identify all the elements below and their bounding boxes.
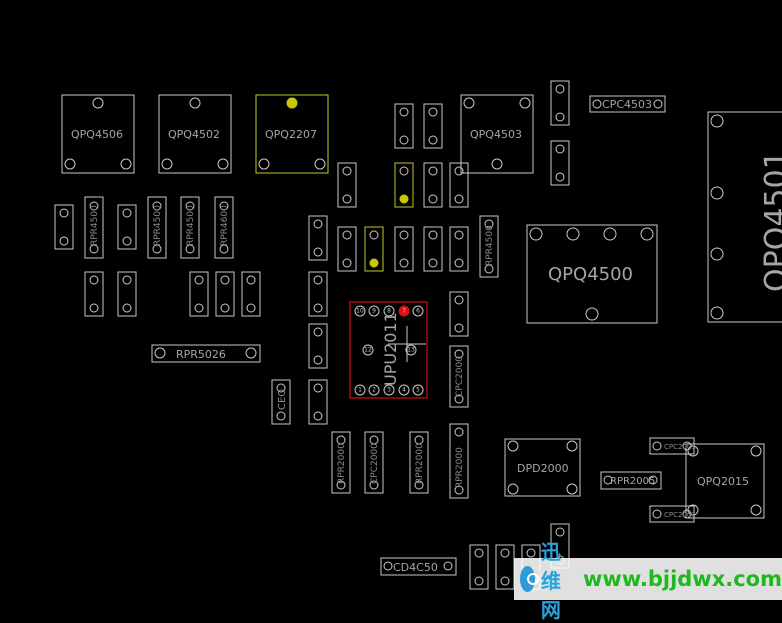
component-qpq2207[interactable]: QPQ2207 bbox=[255, 94, 329, 174]
pin-number: 13 bbox=[407, 347, 415, 354]
component-small-r13[interactable] bbox=[449, 291, 469, 337]
pin-number: 8 bbox=[387, 308, 391, 315]
component-small-b1[interactable] bbox=[469, 544, 489, 590]
component-small-r9[interactable] bbox=[337, 226, 357, 272]
component-small-r4[interactable] bbox=[215, 271, 235, 317]
component-label: CPC4503 bbox=[602, 98, 652, 111]
brand-logo-icon bbox=[520, 566, 539, 592]
pin-number: 10 bbox=[356, 308, 364, 315]
component-cpc2001-bottom[interactable]: CPC2001 bbox=[649, 505, 696, 523]
component-rpr4500-a[interactable]: RPR4500 bbox=[84, 196, 104, 259]
component-label: RPR2000 bbox=[415, 443, 425, 484]
component-rpr2000-c[interactable]: RPR2000 bbox=[449, 423, 469, 499]
component-small-r7[interactable] bbox=[423, 162, 443, 208]
component-cd4c50[interactable]: CD4C50 bbox=[380, 557, 457, 576]
component-label: QPQ2207 bbox=[265, 128, 317, 141]
component-small-b2[interactable] bbox=[495, 544, 515, 590]
pin-number: 5 bbox=[416, 387, 420, 394]
component-label: RPR2000 bbox=[337, 443, 347, 484]
component-label: CPC2001 bbox=[664, 511, 696, 519]
component-label: UPU2011 bbox=[381, 312, 400, 386]
component-qpq4500[interactable]: QPQ4500 bbox=[526, 224, 658, 324]
pin-number: 2 bbox=[372, 387, 376, 394]
component-rpr2005[interactable]: RPR2005 bbox=[600, 471, 662, 490]
component-label: QPQ2015 bbox=[697, 475, 749, 488]
component-cpc2001-top[interactable]: CPC2001 bbox=[649, 437, 696, 455]
component-qpq4503[interactable]: QPQ4503 bbox=[460, 94, 534, 174]
component-upu2011-selected[interactable]: 10 9 8 7 6 1 2 3 4 5 12 13 UPU2011 bbox=[349, 301, 428, 399]
component-small-hl1[interactable] bbox=[394, 162, 414, 208]
component-cpc2000-a[interactable]: CPC2000 bbox=[449, 345, 469, 408]
component-small-r3[interactable] bbox=[189, 271, 209, 317]
component-small-c9[interactable] bbox=[550, 80, 570, 126]
component-label: RPR5026 bbox=[176, 348, 226, 361]
watermark-banner: 迅维网 www.bjjdwx.com bbox=[514, 540, 782, 622]
component-small-c6[interactable] bbox=[337, 162, 357, 208]
component-label: RPR4500 bbox=[186, 205, 196, 246]
component-qpq4501[interactable]: QPQ4501 bbox=[707, 111, 782, 323]
component-small-c2[interactable] bbox=[117, 204, 137, 250]
component-small-c7[interactable] bbox=[394, 103, 414, 149]
component-small-c3[interactable] bbox=[308, 215, 328, 261]
pin-number: 6 bbox=[416, 308, 420, 315]
pin-number: 9 bbox=[372, 308, 376, 315]
component-qpq4506[interactable]: QPQ4506 bbox=[61, 94, 135, 174]
component-small-hl2[interactable] bbox=[364, 226, 384, 272]
component-rpr4500-d[interactable]: RPR4500 bbox=[479, 215, 499, 278]
component-rpr5026[interactable]: RPR5026 bbox=[151, 344, 261, 363]
component-small-c5[interactable] bbox=[308, 379, 328, 425]
component-small-r1[interactable] bbox=[84, 271, 104, 317]
component-label: RPR4500 bbox=[153, 205, 163, 246]
component-label: RPR4600 bbox=[220, 205, 230, 246]
component-label: RPR2005 bbox=[610, 476, 655, 487]
component-ceo[interactable]: CEO bbox=[271, 379, 291, 425]
pin-number-active: 7 bbox=[402, 308, 406, 315]
component-small-r10[interactable] bbox=[394, 226, 414, 272]
component-small-c8[interactable] bbox=[423, 103, 443, 149]
component-label: DPD2000 bbox=[517, 462, 569, 475]
component-qpq4502[interactable]: QPQ4502 bbox=[158, 94, 232, 174]
component-label: RPR4500 bbox=[485, 225, 495, 266]
watermark-url: www.bjjdwx.com bbox=[583, 567, 782, 591]
component-small-r2[interactable] bbox=[117, 271, 137, 317]
pin-row-bottom: 1 2 3 4 5 bbox=[354, 384, 424, 396]
component-rpr4500-b[interactable]: RPR4500 bbox=[147, 196, 167, 259]
component-small-r11[interactable] bbox=[423, 226, 443, 272]
component-small-c10[interactable] bbox=[550, 140, 570, 186]
component-small-r6[interactable] bbox=[308, 323, 328, 369]
component-rpr2000-b[interactable]: RPR2000 bbox=[409, 431, 429, 494]
pin-number: 3 bbox=[387, 387, 391, 394]
component-label: CPC2001 bbox=[664, 443, 696, 451]
component-label: CEO bbox=[277, 389, 288, 410]
component-label: QPQ4500 bbox=[548, 264, 633, 285]
pin-row-top: 10 9 8 7 6 bbox=[354, 305, 424, 317]
component-label: QPQ4502 bbox=[168, 128, 220, 141]
component-label: CPC2000 bbox=[370, 443, 380, 484]
component-label: CPC2000 bbox=[455, 356, 465, 397]
component-rpr4500-c[interactable]: RPR4500 bbox=[180, 196, 200, 259]
component-small-r12[interactable] bbox=[449, 226, 469, 272]
component-label: QPQ4506 bbox=[71, 128, 123, 141]
component-label: RPR4500 bbox=[90, 205, 100, 246]
component-qpq2015[interactable]: QPQ2015 bbox=[685, 443, 765, 519]
component-label: RPR2000 bbox=[455, 447, 465, 488]
pin-number: 4 bbox=[402, 387, 406, 394]
component-rpr2000-a[interactable]: RPR2000 bbox=[331, 431, 351, 494]
component-label: CD4C50 bbox=[393, 561, 438, 574]
component-dpd2000[interactable]: DPD2000 bbox=[504, 438, 581, 497]
component-rpr4600[interactable]: RPR4600 bbox=[214, 196, 234, 259]
pin-number: 1 bbox=[358, 387, 362, 394]
watermark-brand: 迅维网 bbox=[540, 539, 562, 622]
pin-number: 12 bbox=[364, 347, 372, 354]
component-cpc2000-b[interactable]: CPC2000 bbox=[364, 431, 384, 494]
component-small-c4[interactable] bbox=[308, 271, 328, 317]
component-small-r5[interactable] bbox=[241, 271, 261, 317]
component-label: QPQ4501 bbox=[759, 150, 782, 292]
component-small-c1[interactable] bbox=[54, 204, 74, 250]
component-small-r8[interactable] bbox=[449, 162, 469, 208]
pcb-board-canvas[interactable]: QPQ4506 QPQ4502 QPQ2207 QPQ4503 QPQ4500 bbox=[0, 0, 782, 600]
component-label: QPQ4503 bbox=[470, 128, 522, 141]
component-cpc4503[interactable]: CPC4503 bbox=[589, 95, 666, 113]
